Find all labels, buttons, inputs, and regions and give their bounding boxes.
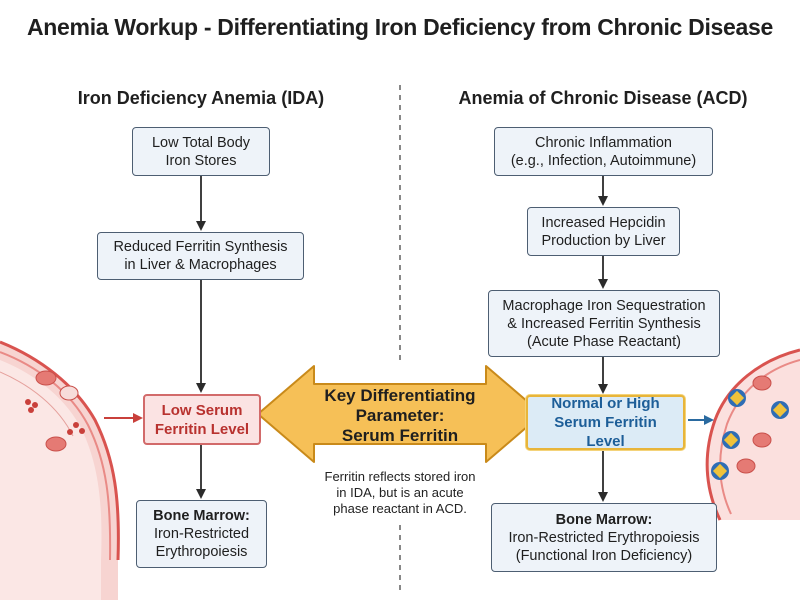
box-line: Increased Hepcidin — [541, 214, 666, 231]
box-line: & Increased Ferritin Synthesis — [507, 315, 701, 332]
ida-box-low-serum-ferritin: Low Serum Ferritin Level — [143, 394, 261, 445]
note-line: Ferritin reflects stored iron — [324, 469, 476, 484]
box-line: Ferritin Level — [154, 420, 250, 438]
box-line: Iron-Restricted Erythropoiesis — [508, 529, 700, 546]
page-title: Anemia Workup - Differentiating Iron Def… — [27, 14, 773, 40]
key-parameter-label: Key Differentiating Parameter: Serum Fer… — [300, 386, 500, 446]
red-blood-cell — [35, 370, 57, 386]
box-line: (Acute Phase Reactant) — [527, 333, 681, 350]
ida-heading: Iron Deficiency Anemia (IDA) — [77, 88, 325, 108]
ferritin-molecule — [728, 389, 746, 407]
red-blood-cell — [736, 458, 756, 474]
key-line: Key Differentiating — [324, 386, 476, 405]
ida-box-low-iron-stores: Low Total Body Iron Stores — [132, 127, 270, 176]
box-line: Reduced Ferritin Synthesis — [113, 239, 288, 255]
box-line: Production by Liver — [541, 232, 666, 249]
box-line: (e.g., Infection, Autoimmune) — [510, 152, 697, 169]
box-line: Low Serum — [161, 401, 243, 419]
ferritin-molecule — [722, 431, 740, 449]
ferritin-note: Ferritin reflects stored iron in IDA, bu… — [300, 469, 500, 517]
red-blood-cell — [45, 436, 67, 452]
red-blood-cell — [59, 385, 79, 401]
left-blood-vessel-illustration — [0, 340, 120, 600]
acd-box-chronic-inflammation: Chronic Inflammation (e.g., Infection, A… — [494, 127, 713, 176]
box-title: Bone Marrow: — [555, 511, 653, 528]
ida-box-reduced-ferritin: Reduced Ferritin Synthesis in Liver & Ma… — [97, 232, 304, 280]
note-line: phase reactant in ACD. — [333, 501, 467, 516]
note-line: in IDA, but is an acute — [336, 485, 464, 500]
acd-box-hepcidin: Increased Hepcidin Production by Liver — [527, 207, 680, 256]
box-line: Serum Ferritin Level — [554, 414, 657, 450]
acd-heading: Anemia of Chronic Disease (ACD) — [458, 88, 748, 108]
acd-box-normal-high-ferritin: Normal or High Serum Ferritin Level — [526, 395, 685, 450]
box-line: Iron-Restricted — [153, 526, 250, 542]
key-line: Parameter: — [355, 406, 445, 425]
ida-box-bone-marrow: Bone Marrow: Iron-Restricted Erythropoie… — [136, 500, 267, 568]
red-blood-cell — [752, 375, 772, 391]
box-line: Erythropoiesis — [155, 544, 248, 560]
ferritin-molecule — [771, 401, 789, 419]
red-blood-cell — [752, 432, 772, 448]
box-line: Macrophage Iron Sequestration — [502, 297, 706, 314]
box-line: Low Total Body — [151, 134, 251, 151]
right-blood-vessel-illustration — [705, 348, 800, 521]
acd-box-macrophage-sequestration: Macrophage Iron Sequestration & Increase… — [488, 290, 720, 357]
key-line: Serum Ferritin — [341, 426, 459, 445]
box-title: Bone Marrow: — [153, 508, 250, 524]
ferritin-molecule — [711, 462, 729, 480]
acd-box-bone-marrow: Bone Marrow: Iron-Restricted Erythropoie… — [491, 503, 717, 572]
box-line: Chronic Inflammation — [535, 134, 672, 151]
box-line: Normal or High — [551, 395, 660, 412]
box-line: in Liver & Macrophages — [124, 257, 277, 273]
box-line: Iron Stores — [165, 152, 237, 169]
box-line: (Functional Iron Deficiency) — [515, 547, 693, 564]
